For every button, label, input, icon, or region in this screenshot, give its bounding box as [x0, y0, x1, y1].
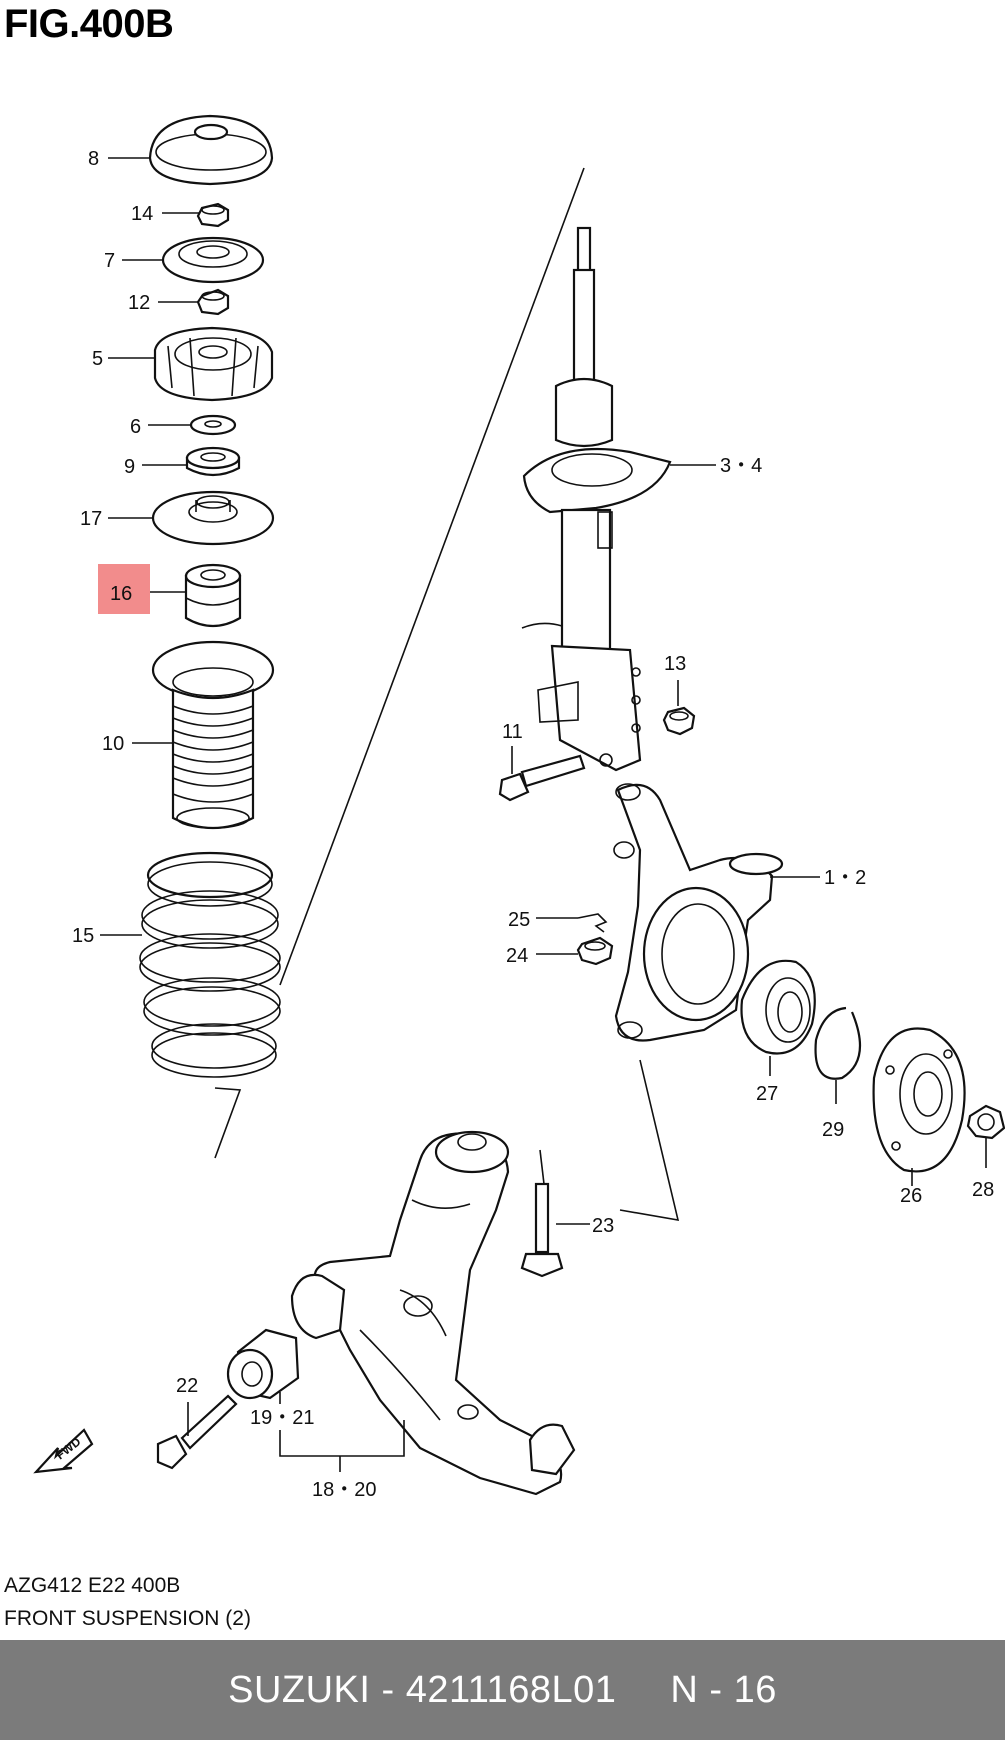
part-24-nut[interactable] [576, 936, 614, 966]
part-16-bump-stop[interactable] [184, 563, 242, 628]
exploded-parts-diagram: FWD 8 14 7 12 5 6 9 17 16 10 15 3・4 13 1… [33, 114, 1005, 1501]
callout-11[interactable]: 11 [502, 721, 523, 743]
callout-9[interactable]: 9 [124, 456, 135, 478]
part-14-nut[interactable] [196, 202, 230, 228]
callout-25[interactable]: 25 [508, 909, 530, 931]
callout-3-4[interactable]: 3・4 [720, 455, 762, 477]
callout-22[interactable]: 22 [176, 1375, 198, 1397]
callout-23[interactable]: 23 [592, 1215, 614, 1237]
part-13-nut[interactable] [662, 706, 696, 736]
fwd-direction-arrow: FWD [33, 1428, 94, 1474]
callout-5[interactable]: 5 [92, 348, 103, 370]
callout-17[interactable]: 17 [80, 508, 102, 530]
part-5-strut-mount[interactable] [153, 326, 274, 402]
callout-7[interactable]: 7 [104, 250, 115, 272]
part-6-washer[interactable] [189, 414, 237, 436]
diagram-code: AZG412 E22 400B [4, 1574, 181, 1597]
highlight-box-16 [98, 564, 150, 614]
part-9-bearing[interactable] [185, 446, 241, 477]
figure-title: FIG.400B [4, 2, 174, 46]
part-8-dust-cap[interactable] [148, 114, 274, 186]
part-23-bolt[interactable] [520, 1182, 564, 1278]
part-27-wheel-bearing[interactable] [740, 959, 816, 1055]
footer-bar: SUZUKI - 4211168L01 N - 16 [0, 1640, 1005, 1740]
callout-18-20[interactable]: 18・20 [312, 1479, 377, 1501]
part-7-upper-plate[interactable] [161, 236, 265, 284]
callout-15[interactable]: 15 [72, 925, 94, 947]
callout-8[interactable]: 8 [88, 148, 99, 170]
part-19-21-bushing[interactable] [226, 1328, 300, 1400]
callout-26[interactable]: 26 [900, 1185, 922, 1207]
part-28-hub-nut[interactable] [966, 1104, 1005, 1140]
callout-27[interactable]: 27 [756, 1083, 778, 1105]
part-17-spring-seat[interactable] [151, 490, 275, 546]
callout-19-21[interactable]: 19・21 [250, 1407, 315, 1429]
callout-24[interactable]: 24 [506, 945, 528, 967]
footer-part-info: SUZUKI - 4211168L01 [228, 1668, 617, 1711]
callout-6[interactable]: 6 [130, 416, 141, 438]
callout-28[interactable]: 28 [972, 1179, 994, 1201]
part-10-dust-boot[interactable] [151, 640, 275, 830]
diagram-name: FRONT SUSPENSION (2) [4, 1607, 251, 1630]
callout-12[interactable]: 12 [128, 292, 150, 314]
part-22-bolt[interactable] [156, 1394, 238, 1470]
callout-16[interactable]: 16 [110, 583, 132, 605]
part-25-clip[interactable] [577, 913, 608, 933]
callout-1-2[interactable]: 1・2 [824, 867, 866, 889]
part-26-wheel-hub[interactable] [872, 1027, 966, 1173]
callout-10[interactable]: 10 [102, 733, 124, 755]
part-11-bolt[interactable] [498, 754, 586, 802]
callout-13[interactable]: 13 [664, 653, 686, 675]
part-18-20-lower-control-arm[interactable] [290, 1130, 576, 1496]
part-1-2-steering-knuckle[interactable] [613, 783, 784, 1042]
callout-14[interactable]: 14 [131, 203, 153, 225]
part-15-coil-spring[interactable] [139, 851, 281, 1078]
part-3-4-strut-assembly[interactable] [521, 226, 672, 772]
part-12-nut[interactable] [196, 288, 230, 316]
footer-position: N - 16 [670, 1668, 777, 1711]
part-29-snap-ring[interactable] [814, 1006, 862, 1080]
callout-29[interactable]: 29 [822, 1119, 844, 1141]
